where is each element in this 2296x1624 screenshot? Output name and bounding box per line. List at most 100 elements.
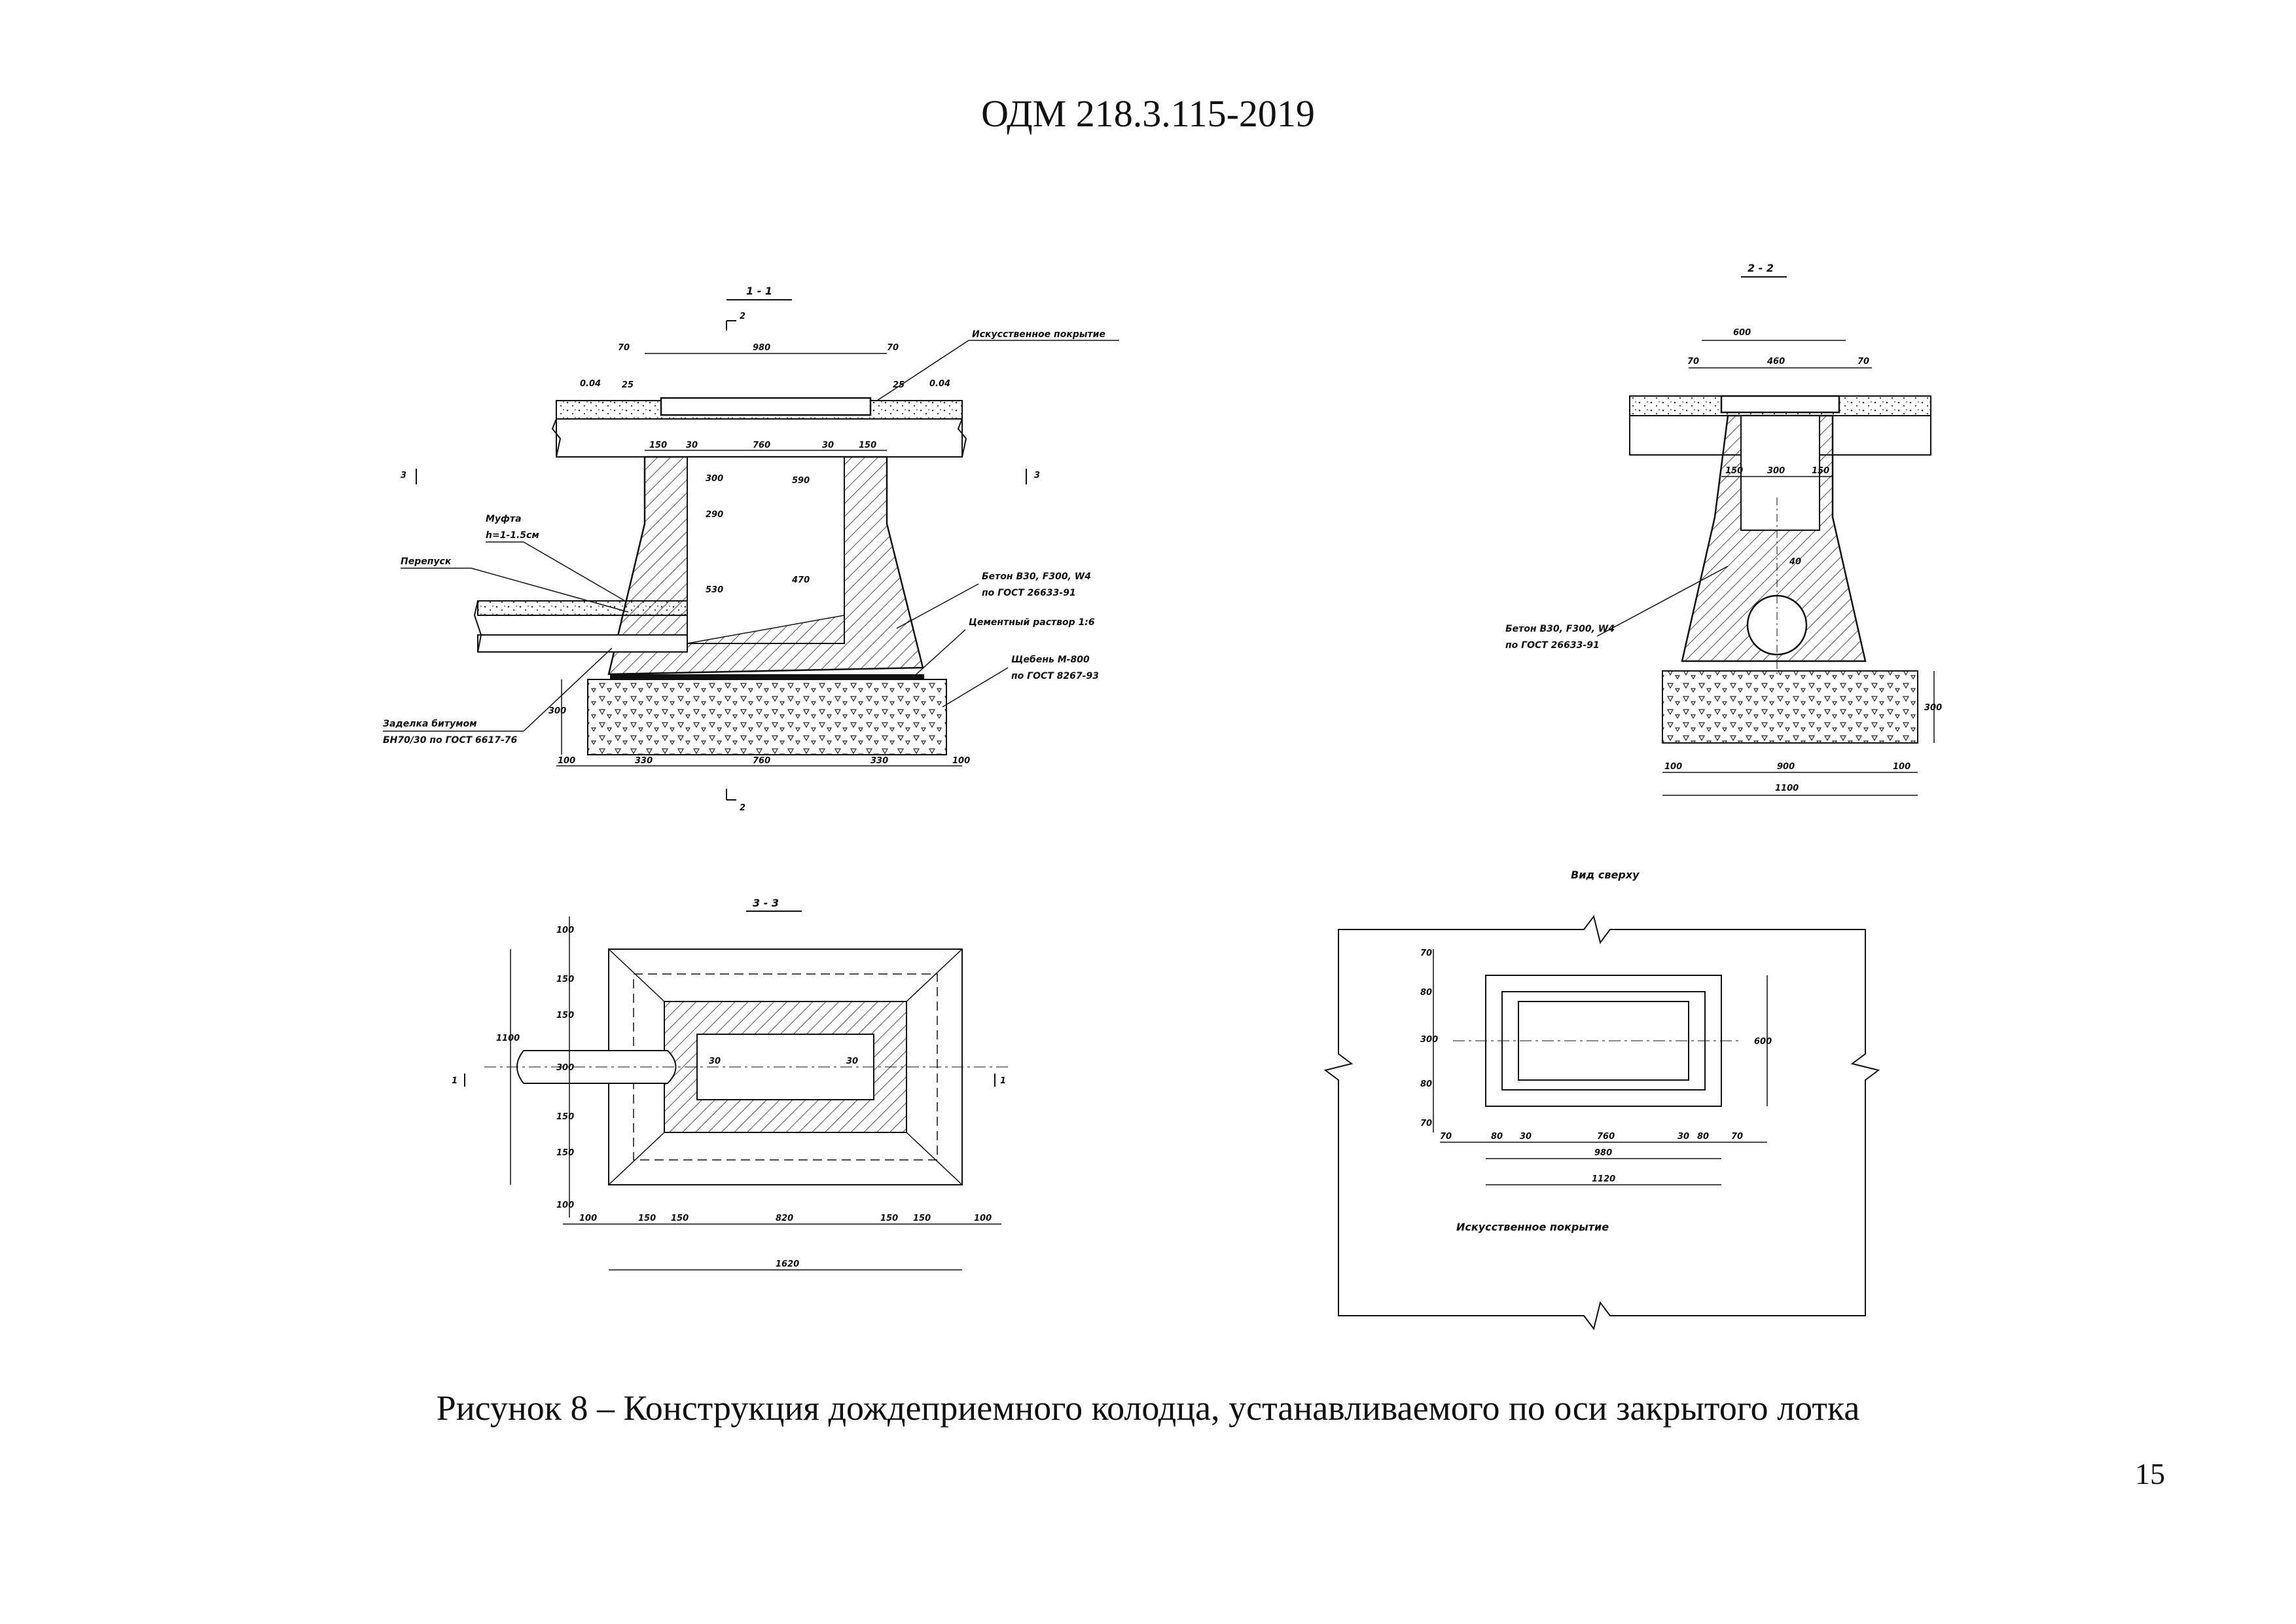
dim-3-3-bottom-150-a: 150 (638, 1214, 656, 1223)
label-gravel: Щебень М-800 (1011, 655, 1090, 665)
cut-mark-2-bottom: 2 (740, 803, 745, 813)
dim-2-2-460: 460 (1767, 357, 1785, 367)
section-2-2: 2 - 2 600 70 460 70 150 300 150 40 300 (1505, 262, 1942, 796)
section-1-1-title: 1 - 1 (746, 285, 772, 297)
dim-top-980: 980 (1594, 1148, 1612, 1158)
dim-2-2-100-right: 100 (1893, 762, 1910, 772)
dim-2-2-150-left: 150 (1725, 466, 1743, 476)
dim-3-3-30-left: 30 (709, 1056, 721, 1066)
dim-1-1-980: 980 (753, 343, 770, 353)
section-2-2-title: 2 - 2 (1748, 262, 1774, 274)
dim-470: 470 (791, 575, 810, 585)
dim-1-1-30-right: 30 (822, 441, 834, 450)
label-concrete: Бетон В30, F300, W4 (982, 571, 1091, 582)
dim-top-bottom-30-right: 30 (1677, 1132, 1689, 1142)
dim-3-3-left-150-b: 150 (556, 1011, 574, 1020)
dim-3-3-left-150-c: 150 (556, 1112, 574, 1122)
label-bitumen: Заделка битумом (383, 719, 477, 729)
label-concrete-gost: по ГОСТ 26633-91 (982, 588, 1076, 598)
dim-2-2-600: 600 (1733, 328, 1751, 338)
dim-2-2-1100: 1100 (1775, 784, 1799, 793)
dim-3-3-bottom-100-right: 100 (974, 1214, 992, 1223)
dim-3-3-left-150-a: 150 (556, 975, 574, 984)
dim-3-3-left-100-top: 100 (556, 926, 574, 935)
dim-2-2-70-right: 70 (1857, 357, 1869, 367)
label-coupling-h: h=1-1.5см (486, 530, 539, 541)
cut-mark-1-right: 1 (1000, 1076, 1006, 1086)
cut-mark-1-left: 1 (452, 1076, 457, 1086)
dim-1-1-760: 760 (753, 441, 770, 450)
dim-1-1-760-bottom: 760 (753, 756, 770, 766)
dim-3-3-bottom-150-d: 150 (913, 1214, 931, 1223)
dim-1-1-150-right: 150 (859, 441, 876, 450)
dim-300: 300 (706, 474, 723, 484)
dim-top-bottom-30-left: 30 (1520, 1132, 1532, 1142)
dim-top-bottom-760: 760 (1597, 1132, 1615, 1142)
section-3-3: 3 - 3 30 30 1 1 100 150 150 (452, 897, 1008, 1271)
slope-left: 0.04 (580, 379, 601, 389)
section-3-3-title: 3 - 3 (753, 897, 779, 909)
dim-3-3-left-100-bottom: 100 (556, 1200, 574, 1210)
dim-1-1-100-right: 100 (952, 756, 970, 766)
dim-top-bottom-80-left: 80 (1491, 1132, 1503, 1142)
dim-3-3-bottom-150-c: 150 (880, 1214, 898, 1223)
dim-3-3-bottom-150-b: 150 (671, 1214, 689, 1223)
dim-3-3-1100: 1100 (496, 1034, 520, 1043)
dim-530: 530 (706, 585, 723, 595)
dim-top-left-300: 300 (1420, 1035, 1438, 1045)
dim-25-left: 25 (622, 380, 634, 390)
dim-top-bottom-70-right: 70 (1731, 1132, 1743, 1142)
label-gravel-gost: по ГОСТ 8267-93 (1011, 671, 1099, 681)
document-code: ОДМ 218.3.115-2019 (981, 92, 1315, 135)
dim-top-left-70-a: 70 (1420, 948, 1432, 958)
dim-590: 590 (792, 476, 810, 486)
dim-3-3-bottom-820: 820 (776, 1214, 793, 1223)
dim-1-1-330-left: 330 (635, 756, 653, 766)
dim-3-3-bottom-100-left: 100 (579, 1214, 597, 1223)
dim-3-3-left-150-d: 150 (556, 1148, 574, 1158)
dim-top-left-80-a: 80 (1420, 988, 1432, 998)
dim-2-2-100-left: 100 (1664, 762, 1682, 772)
dim-top-1120: 1120 (1592, 1174, 1615, 1184)
dim-1-1-70-left: 70 (618, 343, 630, 353)
dim-1-1-30-left: 30 (686, 441, 698, 450)
dim-3-3-1620: 1620 (776, 1259, 799, 1269)
dim-1-1-330-right: 330 (870, 756, 888, 766)
dim-2-2-150-right: 150 (1812, 466, 1829, 476)
dim-2-2-70-left: 70 (1687, 357, 1699, 367)
dim-2-2-900: 900 (1777, 762, 1795, 772)
label-bypass: Перепуск (401, 556, 452, 567)
dim-top-bottom-70-left: 70 (1440, 1132, 1452, 1142)
dim-3-3-30-right: 30 (846, 1056, 858, 1066)
dim-2-2-300-vertical: 300 (1924, 703, 1942, 713)
dim-base-300: 300 (548, 706, 566, 716)
top-view: Вид сверху 70 80 300 80 70 600 70 80 30 … (1323, 869, 1880, 1331)
dim-1-1-150-left: 150 (649, 441, 667, 450)
cut-mark-3-right: 3 (1034, 471, 1040, 480)
slope-right: 0.04 (929, 379, 950, 389)
dim-2-2-40: 40 (1789, 557, 1801, 567)
figure-caption: Рисунок 8 – Конструкция дождеприемного к… (436, 1388, 1860, 1428)
label-2-2-concrete-gost: по ГОСТ 26633-91 (1505, 640, 1600, 651)
label-2-2-concrete: Бетон В30, F300, W4 (1505, 624, 1615, 634)
dim-2-2-300: 300 (1767, 466, 1785, 476)
page-number: 15 (2135, 1457, 2165, 1490)
dim-top-left-70-b: 70 (1420, 1119, 1432, 1128)
section-1-1: 1 - 1 2 2 3 3 (383, 285, 1119, 813)
dim-top-600: 600 (1754, 1037, 1772, 1047)
dim-25-right: 25 (893, 380, 905, 390)
dim-top-left-80-b: 80 (1420, 1079, 1432, 1089)
dim-top-bottom-80-right: 80 (1697, 1132, 1709, 1142)
dim-1-1-70-right: 70 (887, 343, 899, 353)
label-bitumen-gost: БН70/30 по ГОСТ 6617-76 (383, 735, 518, 746)
label-mortar: Цементный раствор 1:6 (969, 617, 1095, 628)
dim-3-3-left-300: 300 (556, 1063, 574, 1073)
top-view-surface-label: Искусственное покрытие (1456, 1221, 1609, 1233)
cut-mark-2-top: 2 (740, 312, 745, 321)
top-view-title: Вид сверху (1571, 869, 1640, 881)
label-surface: Искусственное покрытие (972, 329, 1105, 340)
dim-290: 290 (706, 510, 723, 520)
label-coupling: Муфта (486, 514, 522, 524)
